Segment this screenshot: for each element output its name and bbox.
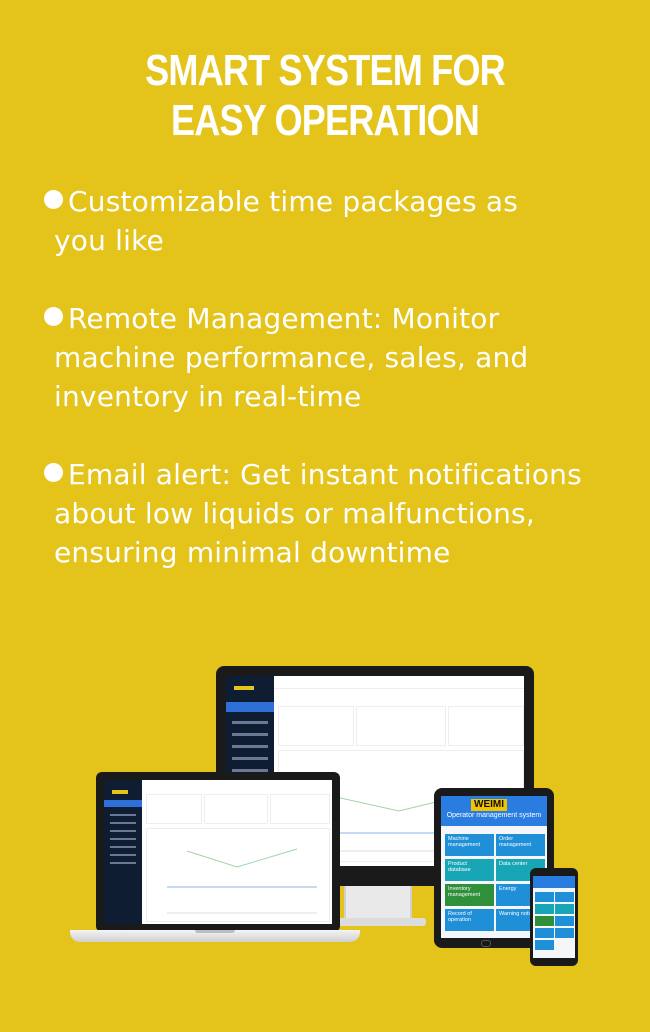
home-button-icon bbox=[481, 940, 491, 947]
sidebar-item bbox=[110, 862, 136, 864]
tile-record-of-operation[interactable]: Record of operation bbox=[445, 909, 494, 931]
monitor-stand bbox=[344, 886, 412, 922]
sales-line-chart bbox=[167, 848, 317, 914]
sidebar-item bbox=[110, 854, 136, 856]
feature-text-rest: you like bbox=[54, 224, 164, 257]
app-header: WEIMI Operator management system bbox=[441, 796, 547, 826]
phone-tile bbox=[535, 940, 554, 950]
sidebar-item bbox=[110, 822, 136, 824]
feature-item: Email alert: Get instant notifications a… bbox=[44, 455, 634, 572]
phone-tile bbox=[555, 928, 574, 938]
laptop-dashboard-screenshot bbox=[104, 780, 332, 924]
monitor-base bbox=[326, 918, 426, 926]
sidebar-item bbox=[232, 769, 268, 772]
sidebar-item bbox=[232, 757, 268, 760]
sidebar-logo bbox=[234, 686, 254, 690]
tablet-app-screen: WEIMI Operator management system Machine… bbox=[441, 796, 547, 938]
sidebar-item bbox=[110, 830, 136, 832]
phone-tile bbox=[535, 916, 554, 926]
device-mockups: WEIMI Operator management system Machine… bbox=[0, 660, 650, 990]
laptop-base bbox=[70, 930, 360, 942]
sidebar-logo bbox=[112, 790, 128, 794]
phone-tile bbox=[535, 904, 554, 914]
phone-tile bbox=[555, 904, 574, 914]
sidebar-item bbox=[110, 846, 136, 848]
feature-item: Remote Management: Monitor machine perfo… bbox=[44, 299, 634, 416]
phone-tile bbox=[555, 892, 574, 902]
feature-text-first: Remote Management: Monitor bbox=[68, 302, 500, 335]
feature-text-rest: about low liquids or malfunctions, ensur… bbox=[54, 497, 535, 569]
sales-chart-card bbox=[146, 828, 330, 922]
tile-inventory-management[interactable]: Inventory management bbox=[445, 884, 494, 906]
desktop-monitor bbox=[216, 666, 534, 886]
stat-card bbox=[448, 706, 524, 746]
tile-product-database[interactable]: Product database bbox=[445, 859, 494, 881]
sidebar-active-item bbox=[104, 800, 142, 807]
stat-card bbox=[278, 706, 354, 746]
sidebar-active-item bbox=[226, 702, 274, 712]
bullet-dot-icon bbox=[44, 190, 63, 209]
dashboard-tabs bbox=[274, 676, 524, 689]
tile-machine-management[interactable]: Machine management bbox=[445, 834, 494, 856]
monitor-dashboard-screenshot bbox=[226, 676, 524, 866]
stat-card bbox=[356, 706, 446, 746]
feature-text-rest: machine performance, sales, and inventor… bbox=[54, 341, 529, 413]
feature-list: Customizable time packages as you like R… bbox=[44, 182, 634, 611]
bullet-dot-icon bbox=[44, 307, 63, 326]
dashboard-sidebar bbox=[104, 780, 142, 924]
phone-tile bbox=[535, 892, 554, 902]
page-title: SMART SYSTEM FOR EASY OPERATION bbox=[59, 46, 592, 146]
feature-item: Customizable time packages as you like bbox=[44, 182, 634, 260]
laptop-notch bbox=[195, 930, 235, 933]
sidebar-item bbox=[232, 745, 268, 748]
feature-text-first: Customizable time packages as bbox=[68, 185, 518, 218]
stat-card bbox=[204, 794, 268, 824]
phone-tile bbox=[535, 928, 554, 938]
laptop bbox=[96, 772, 340, 932]
sidebar-item bbox=[110, 814, 136, 816]
feature-text-first: Email alert: Get instant notifications bbox=[68, 458, 582, 491]
title-line-2: EASY OPERATION bbox=[171, 96, 480, 145]
sidebar-item bbox=[232, 733, 268, 736]
bullet-dot-icon bbox=[44, 463, 63, 482]
app-subtitle: Operator management system bbox=[446, 812, 542, 819]
title-line-1: SMART SYSTEM FOR bbox=[145, 46, 506, 95]
tile-order-management[interactable]: Order management bbox=[496, 834, 545, 856]
sidebar-item bbox=[110, 838, 136, 840]
phone-tile bbox=[555, 916, 574, 926]
phone-app-screen bbox=[533, 876, 575, 958]
stat-card bbox=[270, 794, 330, 824]
app-logo: WEIMI bbox=[471, 799, 507, 811]
phone-app-header bbox=[533, 876, 575, 888]
sidebar-item bbox=[232, 721, 268, 724]
stat-card bbox=[146, 794, 202, 824]
smartphone bbox=[530, 868, 578, 966]
